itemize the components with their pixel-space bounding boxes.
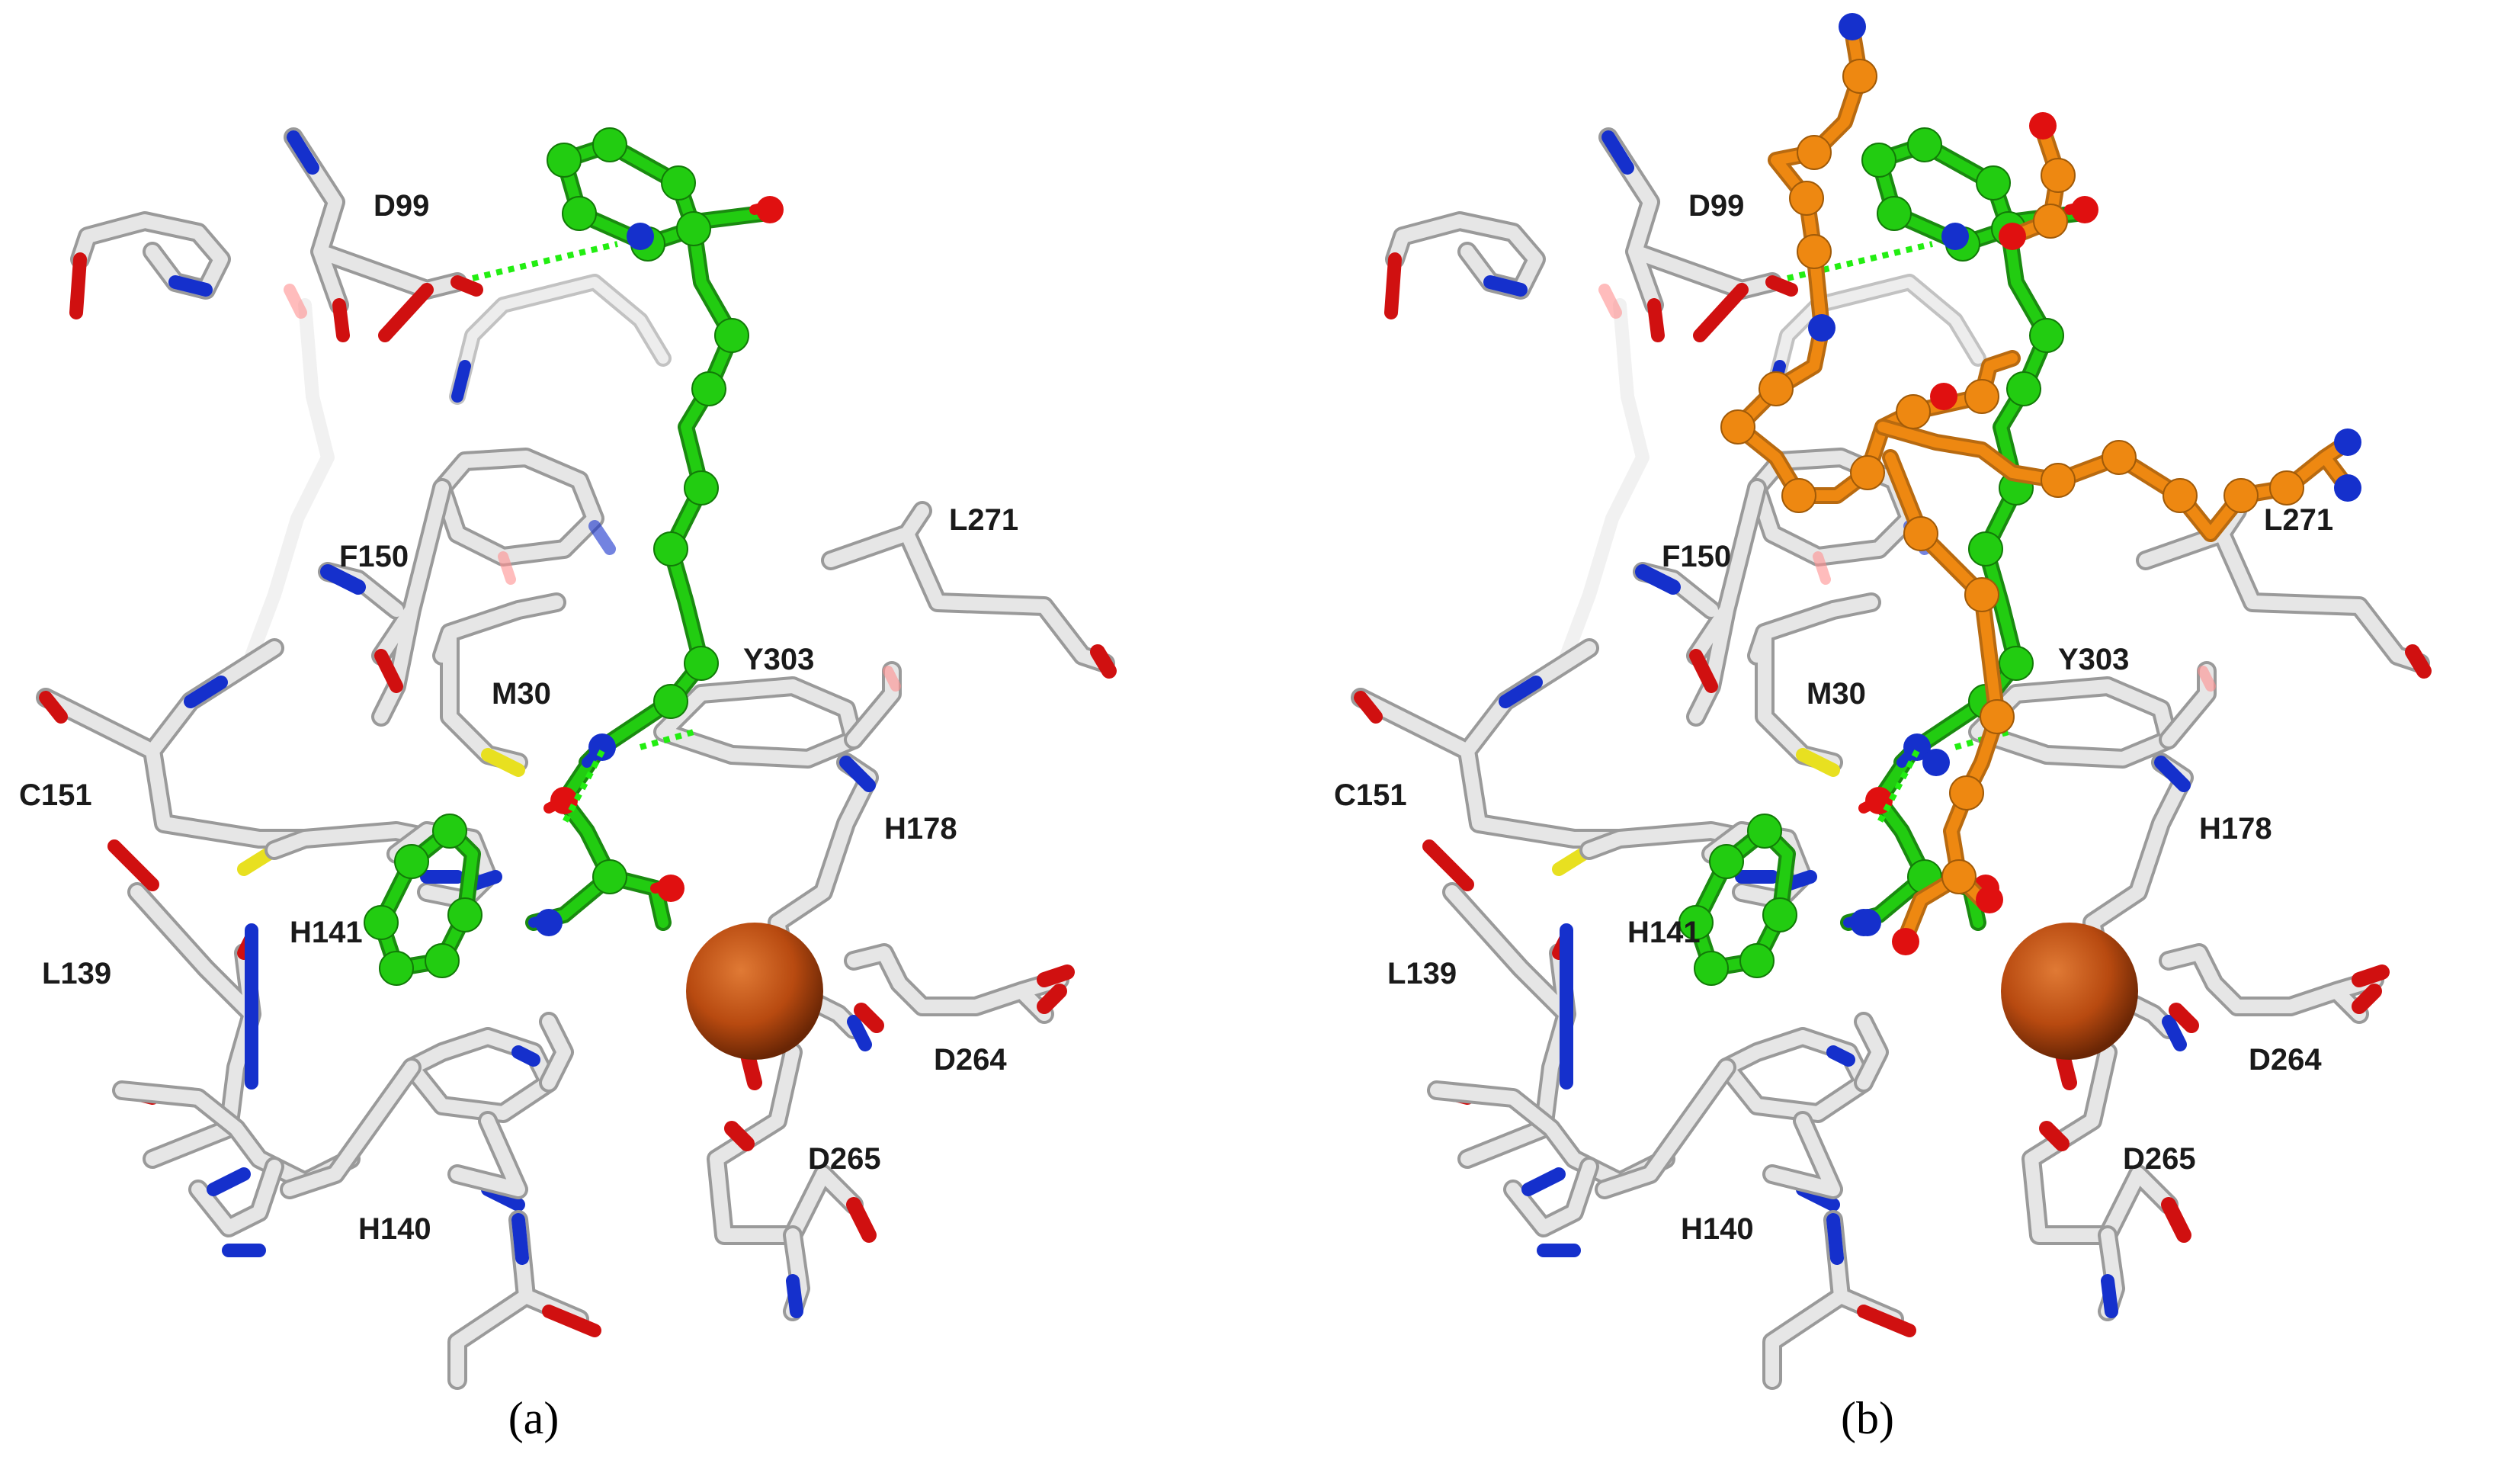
label-D264: D264 <box>934 1043 1007 1077</box>
label-F150: F150 <box>1662 540 1731 573</box>
label-D99: D99 <box>374 189 429 223</box>
label-D265: D265 <box>808 1142 881 1176</box>
label-L271: L271 <box>2264 503 2333 537</box>
label-H141: H141 <box>290 916 363 949</box>
label-C151: C151 <box>1334 778 1407 812</box>
label-H178: H178 <box>2199 812 2272 846</box>
label-D99: D99 <box>1688 189 1744 223</box>
label-C151: C151 <box>19 778 92 812</box>
label-M30: M30 <box>1807 677 1866 711</box>
label-D265: D265 <box>2123 1142 2196 1176</box>
label-H141: H141 <box>1627 916 1701 949</box>
label-Y303: Y303 <box>743 643 814 676</box>
label-H178: H178 <box>884 812 957 846</box>
residue-labels-a: D99 F150 L271 M30 Y303 C151 H178 H141 L1… <box>19 189 1018 1246</box>
label-L271: L271 <box>949 503 1018 537</box>
label-H140: H140 <box>1681 1212 1754 1246</box>
label-Y303: Y303 <box>2058 643 2129 676</box>
panel-caption-a: (a) <box>508 1393 559 1443</box>
label-D264: D264 <box>2249 1043 2322 1077</box>
panel-caption-b: (b) <box>1841 1393 1894 1443</box>
residue-labels-b: D99 F150 L271 M30 Y303 C151 H178 H141 L1… <box>1334 189 2333 1246</box>
label-M30: M30 <box>492 677 551 711</box>
label-L139: L139 <box>1387 957 1457 990</box>
panel-b: D99 F150 L271 M30 Y303 C151 H178 H141 L1… <box>1334 13 2424 1443</box>
panel-a: D99 F150 L271 M30 Y303 C151 H178 H141 L1… <box>19 128 1109 1443</box>
label-L139: L139 <box>42 957 111 990</box>
label-F150: F150 <box>339 540 409 573</box>
label-H140: H140 <box>358 1212 431 1246</box>
